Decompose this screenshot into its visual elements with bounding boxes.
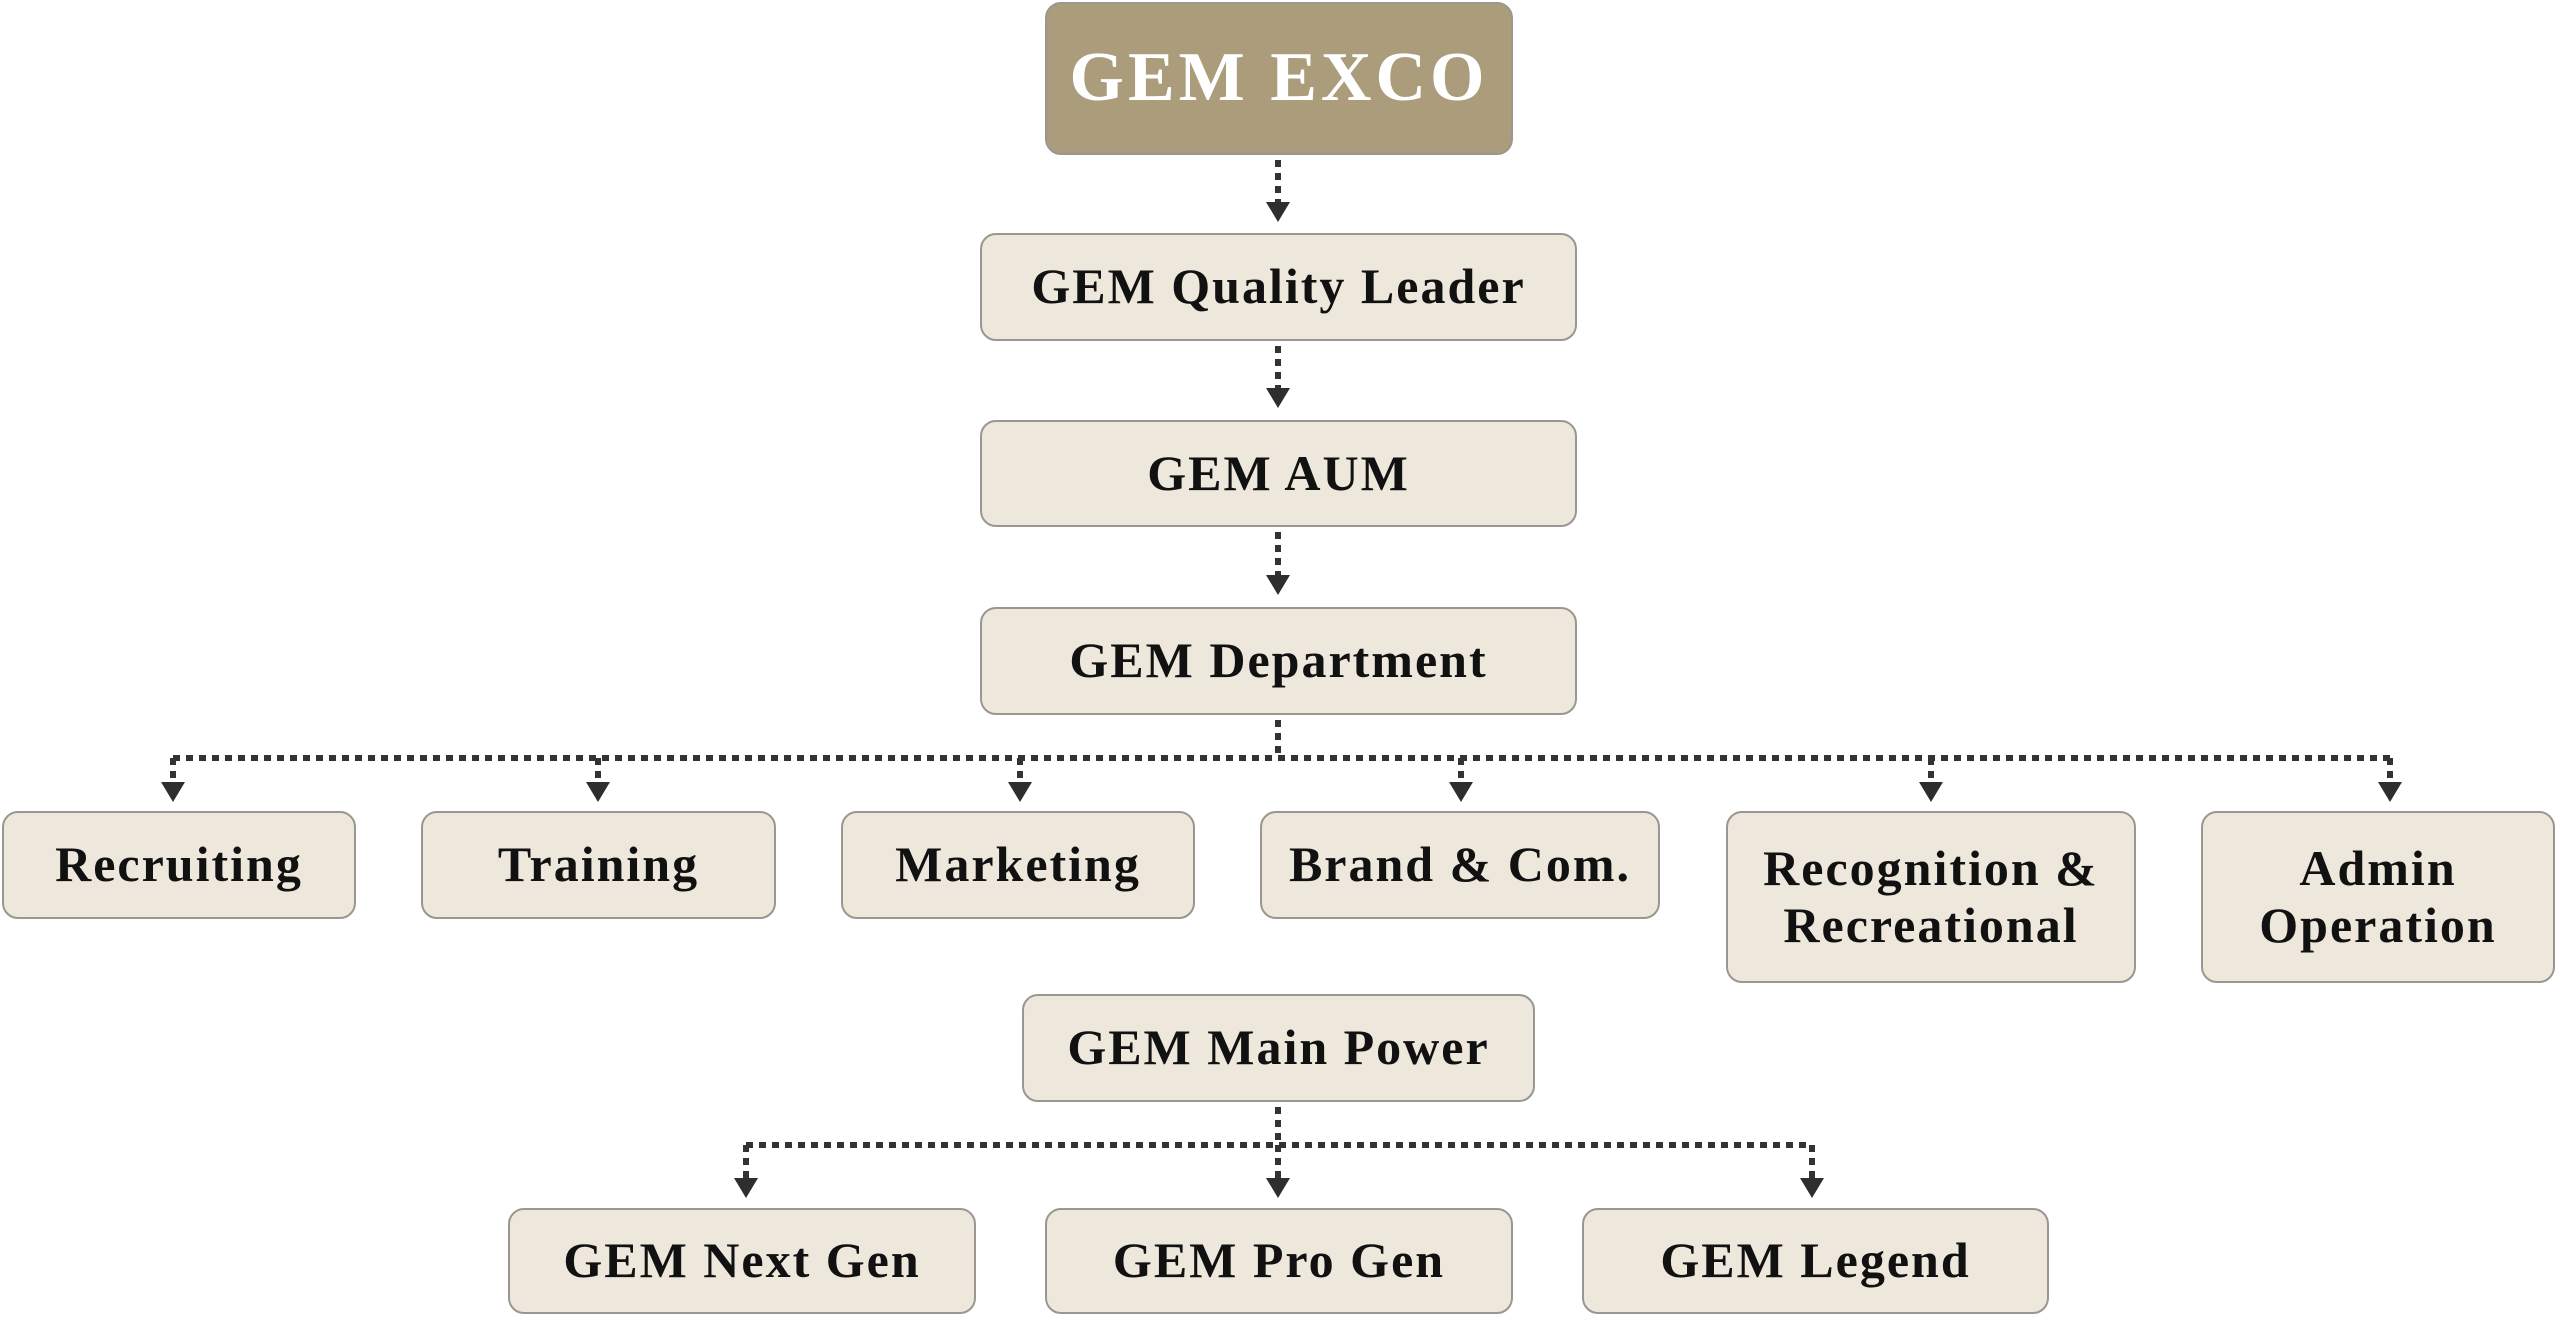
node-recruiting: Recruiting: [2, 811, 356, 919]
node-brand-com: Brand & Com.: [1260, 811, 1660, 919]
node-recognition-recreational: Recognition & Recreational: [1726, 811, 2136, 983]
arrowhead: [1266, 202, 1290, 222]
node-gem-pro-gen: GEM Pro Gen: [1045, 1208, 1513, 1314]
generation-arrows: [734, 1145, 1824, 1198]
node-gem-main-power: GEM Main Power: [1022, 994, 1535, 1102]
node-gem-department: GEM Department: [980, 607, 1577, 715]
node-gem-legend: GEM Legend: [1582, 1208, 2049, 1314]
node-marketing: Marketing: [841, 811, 1195, 919]
node-gem-aum: GEM AUM: [980, 420, 1577, 527]
node-gem-next-gen: GEM Next Gen: [508, 1208, 976, 1314]
node-gem-quality-leader: GEM Quality Leader: [980, 233, 1577, 341]
arrowhead: [1266, 575, 1290, 595]
node-training: Training: [421, 811, 776, 919]
department-arrows: [161, 758, 2402, 802]
arrowhead: [1266, 388, 1290, 408]
node-admin-operation: Admin Operation: [2201, 811, 2555, 983]
node-gem-exco: GEM EXCO: [1045, 2, 1513, 155]
vertical-connectors: [161, 160, 2402, 1198]
